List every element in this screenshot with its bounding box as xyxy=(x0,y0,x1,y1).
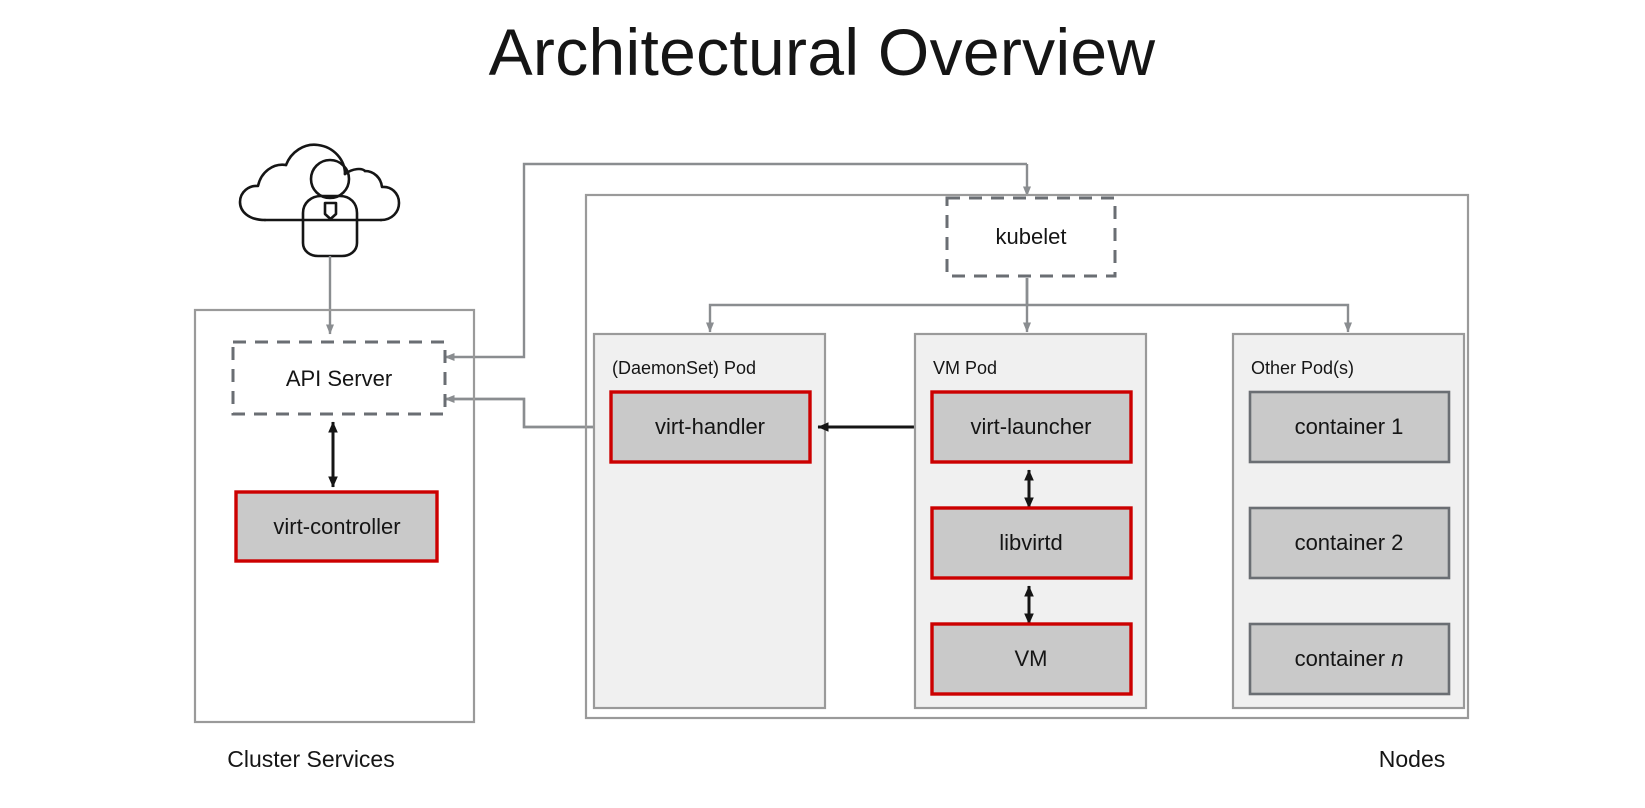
virt-controller-label: virt-controller xyxy=(273,514,400,539)
cluster-services-label: Cluster Services xyxy=(227,746,394,772)
other-pods-label: Other Pod(s) xyxy=(1251,358,1354,378)
flow-kubelet-to-apiserver xyxy=(444,162,1027,361)
cloud-user-icon xyxy=(238,143,401,258)
kubelet-label: kubelet xyxy=(996,224,1067,249)
libvirtd-label: libvirtd xyxy=(999,530,1063,555)
container-n-box[interactable]: container n xyxy=(1248,622,1451,696)
virt-launcher-box[interactable]: virt-launcher xyxy=(930,390,1133,464)
svg-text:container n: container n xyxy=(1295,646,1404,671)
container-n-index: n xyxy=(1391,646,1403,671)
virt-handler-label: virt-handler xyxy=(655,414,765,439)
daemonset-pod: (DaemonSet) Pod virt-handler xyxy=(592,332,827,710)
other-pods: Other Pod(s) container 1 container 2 con… xyxy=(1231,332,1466,710)
virt-launcher-label: virt-launcher xyxy=(970,414,1091,439)
container-1-label: container 1 xyxy=(1295,414,1404,439)
vm-label: VM xyxy=(1015,646,1048,671)
libvirtd-box[interactable]: libvirtd xyxy=(930,506,1133,580)
container-2-label: container 2 xyxy=(1295,530,1404,555)
flow-kubelet-to-other-pods xyxy=(1025,278,1352,333)
container-2-box[interactable]: container 2 xyxy=(1248,506,1451,580)
flow-kubelet-to-daemonset-pod xyxy=(706,278,1029,333)
vm-box[interactable]: VM xyxy=(930,622,1133,696)
api-server-label: API Server xyxy=(286,366,392,391)
vm-pod: VM Pod virt-launcher libvirtd VM xyxy=(913,332,1148,710)
nodes-container xyxy=(584,193,1470,720)
virt-handler-box[interactable]: virt-handler xyxy=(609,390,812,464)
flow-apiserver-to-virthandler xyxy=(445,397,610,431)
vm-pod-label: VM Pod xyxy=(933,358,997,378)
container-n-label: container xyxy=(1295,646,1392,671)
api-server-box[interactable]: API Server xyxy=(231,340,447,416)
flow-virthandler-to-apiserver xyxy=(444,395,609,429)
nodes-label: Nodes xyxy=(1379,746,1445,772)
page-title: Architectural Overview xyxy=(489,15,1156,89)
daemonset-pod-label: (DaemonSet) Pod xyxy=(612,358,756,378)
cluster-services-container xyxy=(193,308,476,724)
container-1-box[interactable]: container 1 xyxy=(1248,390,1451,464)
kubelet-box[interactable]: kubelet xyxy=(945,196,1117,278)
virt-controller-box[interactable]: virt-controller xyxy=(234,490,439,563)
